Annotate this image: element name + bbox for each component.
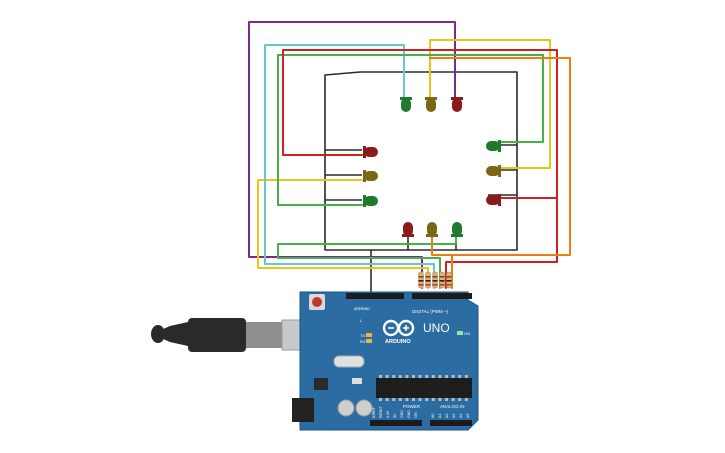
led-bottom-yellow[interactable] [426,222,438,237]
capacitor-2 [355,399,373,417]
analog-header [430,420,472,426]
pin-label: A0 [431,414,435,418]
on-led [457,331,463,335]
pin-label: VIN [414,412,418,418]
rx-led [366,339,372,343]
led-right-green[interactable] [486,140,501,152]
resistor-array [418,271,452,289]
aref-label: AREF [354,307,364,311]
arduino-logo-icon [382,319,415,337]
digital-header-left [346,293,404,299]
pin-label: RESET [379,405,383,418]
cyan-wire [264,44,435,289]
reset-button-cap [312,297,322,307]
chip-pins [379,375,468,401]
led-top-red[interactable] [451,97,463,112]
resistor-2[interactable] [425,271,431,289]
arduino-uno-board[interactable]: UNO ARDUINO DIGITAL (PWM ~) ANALOG IN PO… [292,291,479,431]
led-top-green[interactable] [400,97,412,112]
led-left-yellow[interactable] [363,170,378,182]
resistor-3[interactable] [432,271,438,289]
pin-label: A1 [438,414,442,418]
red-wire [282,49,558,289]
pin-label: GND [407,410,411,418]
resistor-1[interactable] [418,271,424,289]
atmega-chip [376,378,472,398]
led-right-yellow[interactable] [486,165,501,177]
capacitor-1 [337,399,355,417]
led-left-red[interactable] [363,146,378,158]
led-array [363,97,501,237]
power-jack [292,398,314,422]
green-wire [277,54,544,289]
on-label: ON [464,331,470,336]
resistor-4[interactable] [439,271,445,289]
power-header [370,420,422,426]
pin-label: A5 [466,414,470,418]
gnd-label: GND [362,307,370,311]
l-label: L [360,318,363,323]
pin-label: A4 [459,414,463,418]
tx-label: TX [360,333,365,338]
power-header-label: POWER [403,404,421,409]
pin-label: 5V [393,413,397,418]
pin-label: A3 [452,414,456,418]
led-left-green[interactable] [363,195,378,207]
rx-label: RX [360,339,366,344]
crystal-oscillator [333,355,365,368]
led-top-yellow[interactable] [425,97,437,112]
led-bottom-red[interactable] [402,222,414,237]
voltage-regulator [314,378,328,390]
smd-component [352,378,362,384]
board-model-label: UNO [423,321,450,335]
tx-led [366,333,372,337]
led-bottom-green[interactable] [451,222,463,237]
resistor-5[interactable] [446,271,452,289]
digital-header-label: DIGITAL (PWM ~) [412,309,449,314]
signal-wires [248,21,571,289]
purple-wire [248,21,456,289]
pin-label: IOREF [372,406,376,418]
pin-label: A2 [445,414,449,418]
analog-header-label: ANALOG IN [440,404,465,409]
digital-header-right [412,293,472,299]
led-right-red[interactable] [486,194,501,206]
pin-label: GND [400,410,404,418]
pin-label: 3.3V [386,410,390,418]
usb-cable [151,318,305,352]
board-brand-label: ARDUINO [385,339,411,345]
